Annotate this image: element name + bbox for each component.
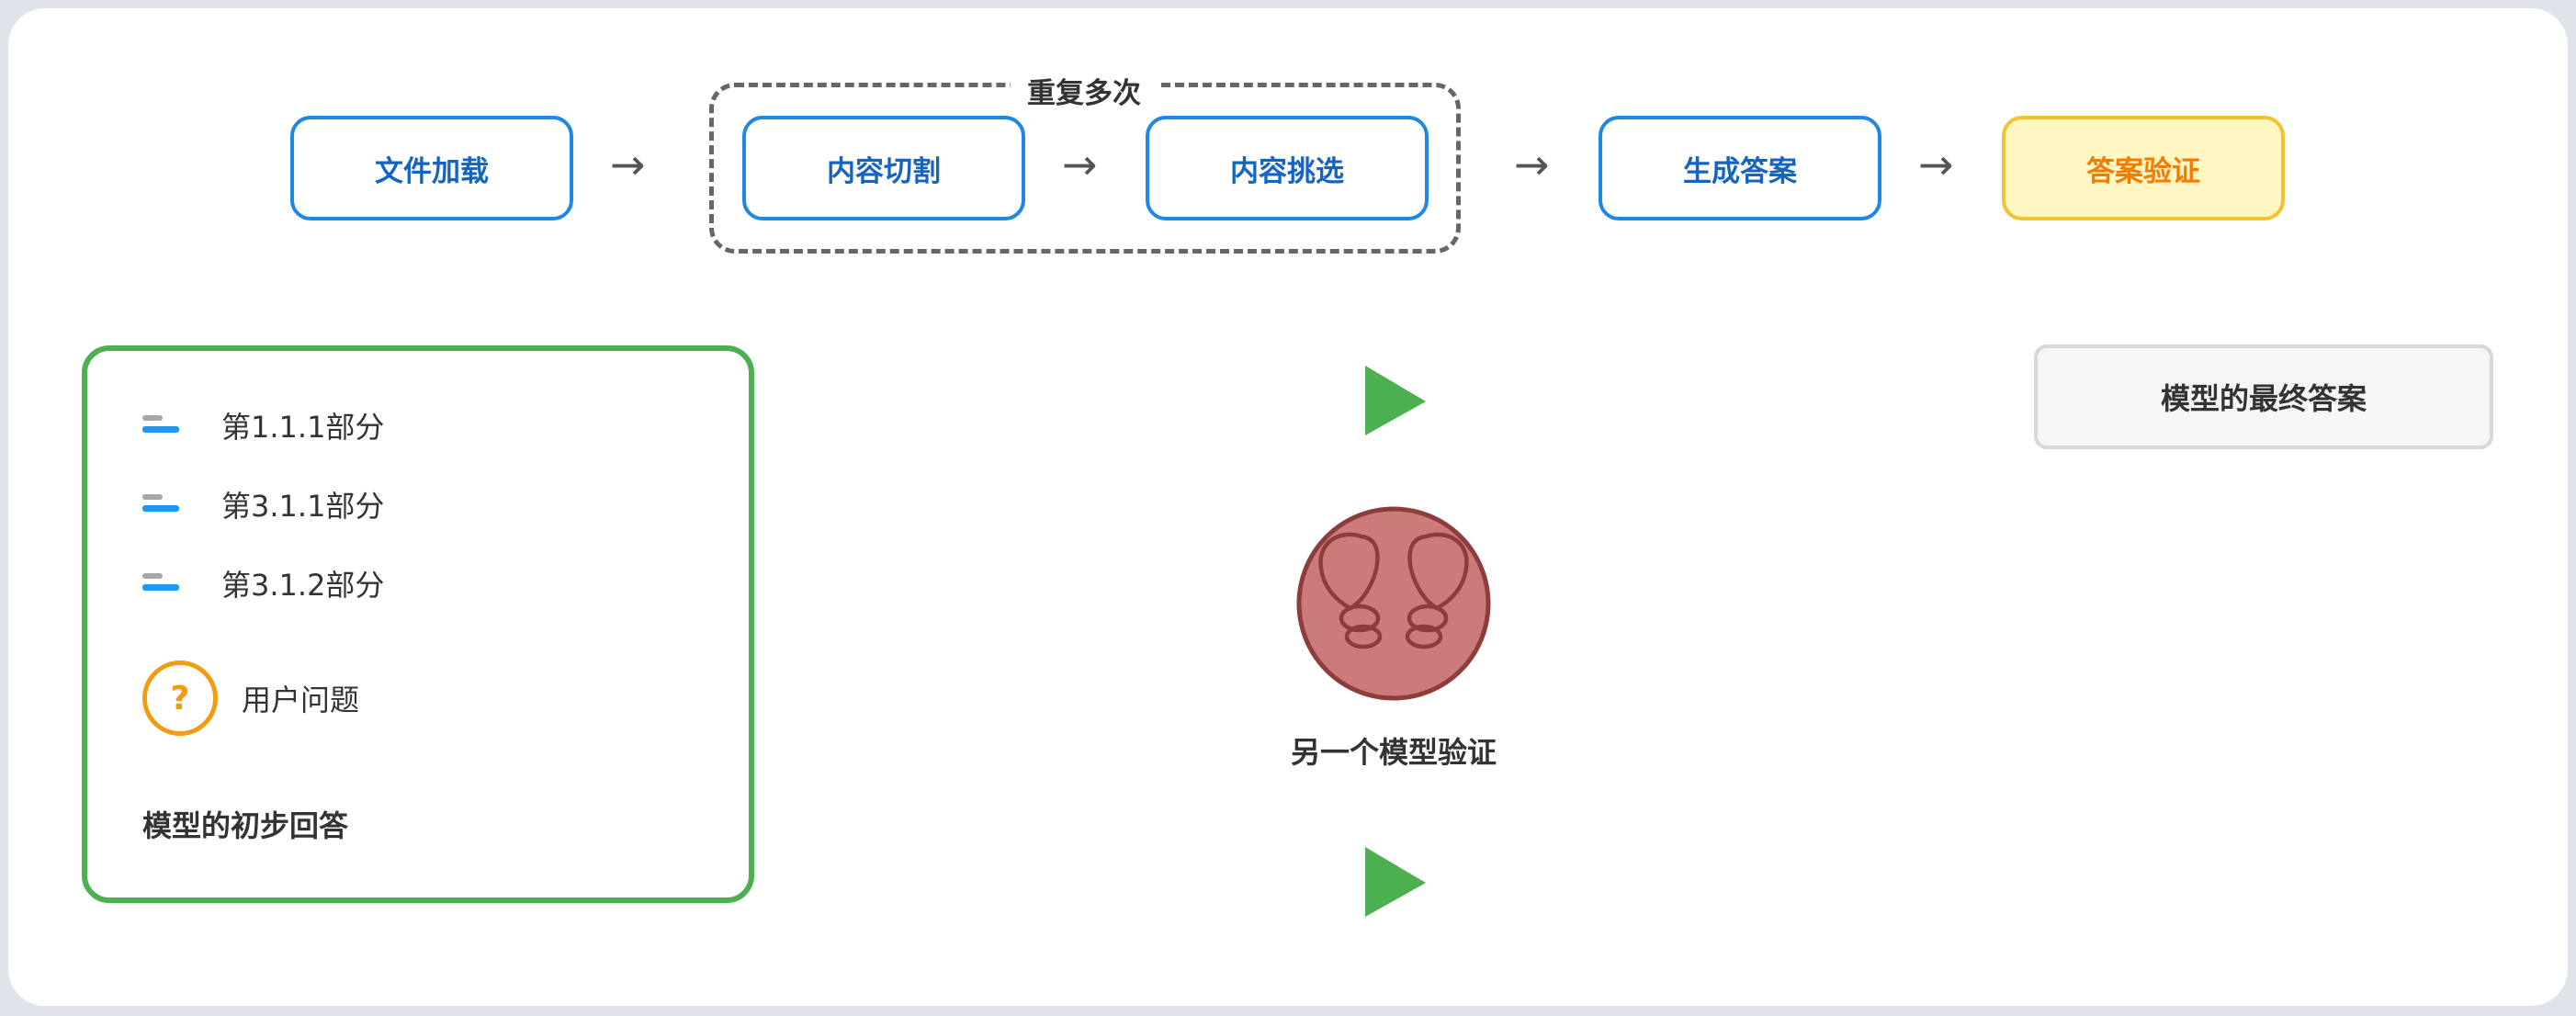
- verifier-model-icon: [1296, 506, 1491, 701]
- document-icon: [142, 573, 179, 593]
- arrow-4: →: [1918, 140, 1954, 189]
- step-content-split: 内容切割: [742, 116, 1025, 220]
- user-question-row: ? 用户问题: [142, 660, 359, 736]
- arrow-2: →: [1062, 140, 1098, 189]
- section-item: 第3.1.2部分: [142, 562, 384, 604]
- user-question-label: 用户问题: [242, 683, 360, 717]
- section-item: 第3.1.1部分: [142, 483, 384, 525]
- section-label: 第3.1.2部分: [221, 568, 385, 603]
- section-item: 第1.1.1部分: [142, 404, 384, 446]
- arrow-3: →: [1514, 140, 1550, 189]
- repeat-label: 重复多次: [1011, 70, 1158, 111]
- section-label: 第1.1.1部分: [221, 410, 385, 445]
- section-label: 第3.1.1部分: [221, 489, 385, 524]
- document-icon: [142, 494, 179, 514]
- arrow-1: →: [610, 140, 646, 189]
- document-icon: [142, 415, 179, 435]
- step-generate-answer: 生成答案: [1599, 116, 1881, 220]
- step-file-load: 文件加载: [290, 116, 573, 220]
- initial-answer-box: [82, 345, 754, 903]
- step-content-select: 内容挑选: [1146, 116, 1429, 220]
- initial-answer-label: 模型的初步回答: [142, 808, 349, 843]
- question-icon: ?: [142, 660, 218, 736]
- play-icon: [1365, 847, 1426, 917]
- final-answer-box: 模型的最终答案: [2034, 344, 2493, 449]
- play-icon: [1365, 366, 1426, 435]
- step-answer-verify: 答案验证: [2002, 116, 2285, 220]
- verifier-label: 另一个模型验证: [1290, 735, 1497, 770]
